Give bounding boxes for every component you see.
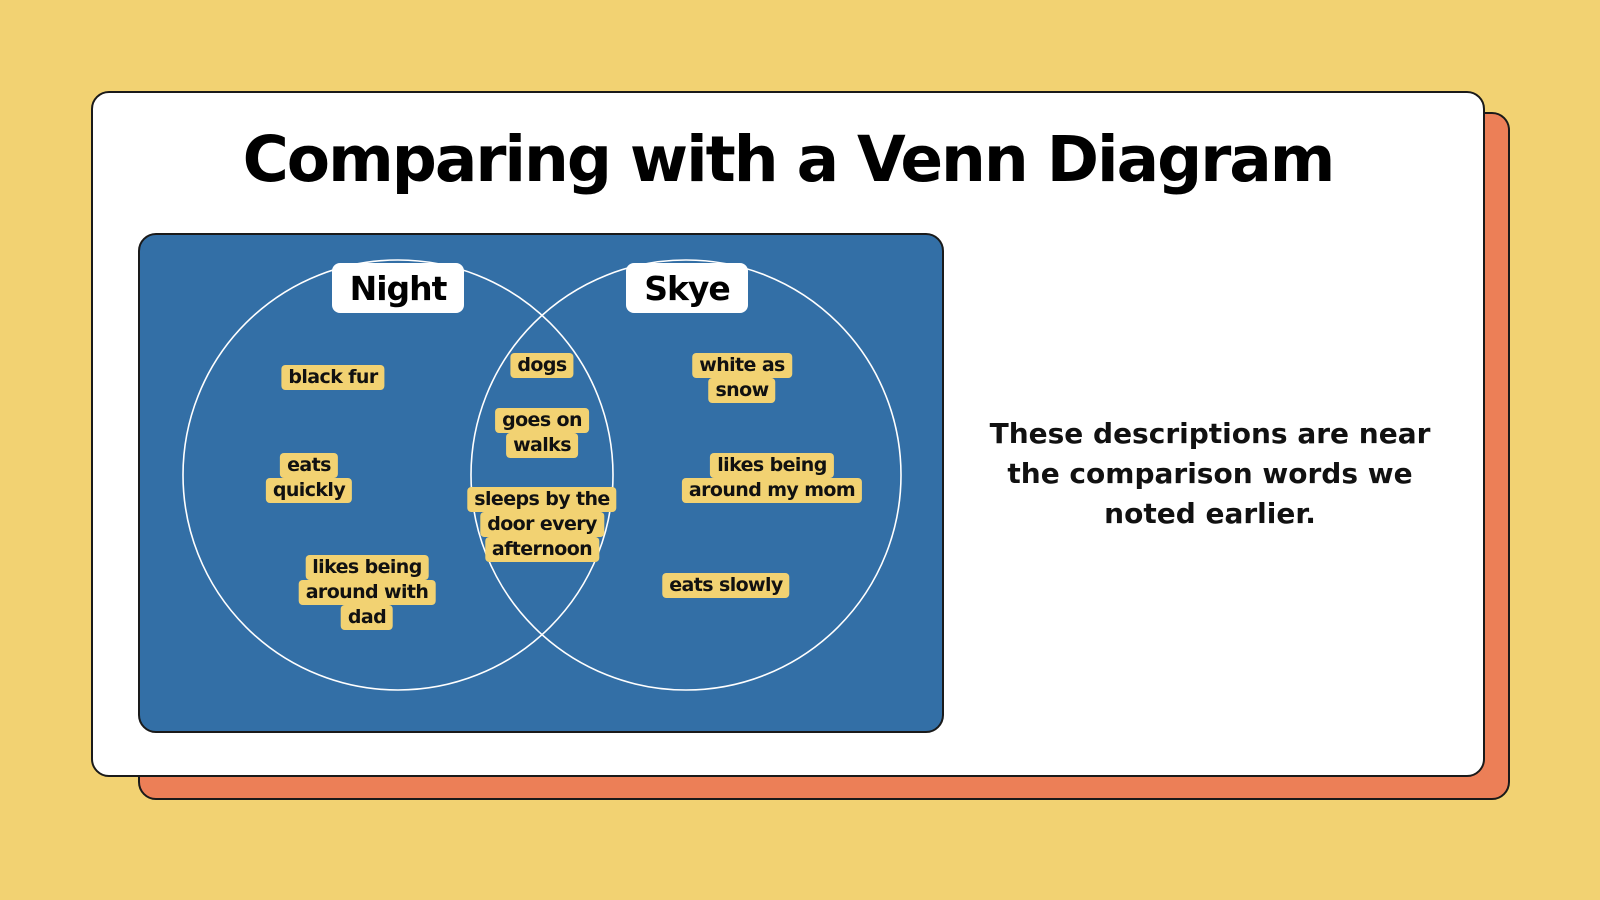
tag-both-dogs: dogs	[510, 353, 574, 378]
venn-panel: Night Skye black fur eats quickly likes …	[138, 233, 944, 733]
set-label-night: Night	[332, 263, 464, 313]
set-label-skye: Skye	[626, 263, 748, 313]
venn-circles	[182, 259, 902, 691]
slide-title: Comparing with a Venn Diagram	[242, 123, 1336, 196]
tag-skye-white-as-snow: white as snow	[692, 353, 792, 403]
side-note: These descriptions are near the comparis…	[989, 417, 1431, 530]
tag-night-eats-quickly: eats quickly	[265, 453, 353, 503]
tag-night-black-fur: black fur	[281, 365, 385, 390]
tag-night-likes-dad: likes being around with dad	[298, 555, 436, 630]
circle-skye	[470, 259, 902, 691]
tag-skye-likes-mom: likes being around my mom	[681, 453, 863, 503]
circle-night	[182, 259, 614, 691]
tag-both-sleeps-by-door: sleeps by the door every afternoon	[467, 487, 617, 562]
tag-skye-eats-slowly: eats slowly	[662, 573, 790, 598]
tag-both-goes-on-walks: goes on walks	[495, 408, 589, 458]
